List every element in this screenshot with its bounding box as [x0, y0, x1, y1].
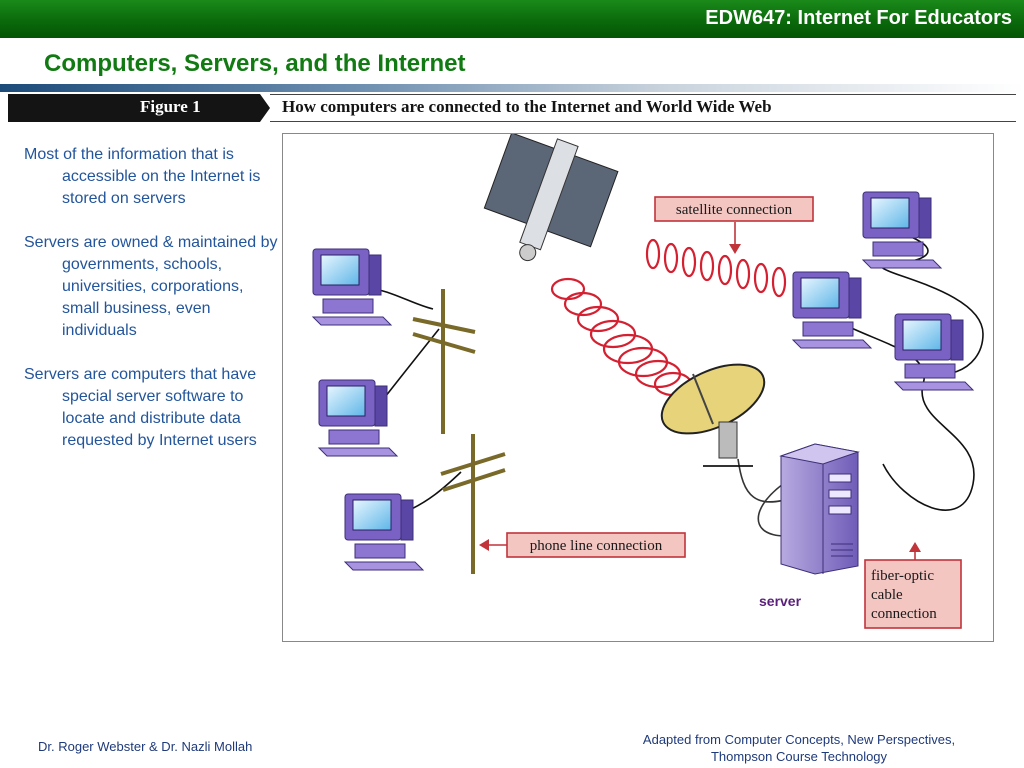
slide-title: Computers, Servers, and the Internet [44, 50, 466, 77]
satellite-icon [483, 132, 619, 262]
bullet-item: Most of the information that is accessib… [24, 146, 261, 207]
satellite-dish-icon [660, 363, 766, 467]
satellite-signal-icon [645, 238, 787, 298]
server-label: server [759, 593, 802, 609]
telephone-pole-icon [440, 434, 506, 574]
figure-caption: How computers are connected to the Inter… [282, 97, 772, 116]
computer-icon [318, 379, 398, 457]
bullet-item: Servers are computers that have special … [24, 366, 257, 449]
satellite-callout: satellite connection [654, 196, 814, 254]
computer-icon [344, 493, 424, 571]
footer-source: Adapted from Computer Concepts, New Pers… [642, 732, 956, 764]
svg-text:cable: cable [871, 587, 903, 603]
network-diagram: satellite connection phone line connecti… [282, 132, 994, 642]
figure-tab [8, 94, 270, 122]
svg-text:phone line connection: phone line connection [530, 538, 663, 554]
uplink-signal-icon [550, 277, 693, 397]
title-underline [0, 84, 1024, 92]
computer-icon [792, 271, 872, 349]
computer-icon [894, 313, 974, 391]
figure-header: Figure 1 How computers are connected to … [8, 94, 1016, 122]
phone-callout: phone line connection [479, 532, 686, 558]
header-bar: EDW647: Internet For Educators [0, 0, 1024, 38]
svg-text:fiber-optic: fiber-optic [871, 568, 934, 584]
server-icon [779, 443, 860, 575]
computer-icon [312, 248, 392, 326]
telephone-pole-icon [412, 289, 476, 434]
figure-label: Figure 1 [140, 97, 201, 116]
bullet-list: Most of the information that is accessib… [24, 144, 278, 474]
computer-icon [862, 191, 942, 269]
fiber-callout: fiber-optic cable connection [864, 542, 962, 629]
footer-authors: Dr. Roger Webster & Dr. Nazli Mollah [38, 739, 253, 754]
svg-text:satellite connection: satellite connection [676, 202, 793, 218]
svg-text:connection: connection [871, 606, 937, 622]
bullet-item: Servers are owned & maintained by govern… [24, 234, 278, 339]
course-title: EDW647: Internet For Educators [705, 7, 1012, 29]
